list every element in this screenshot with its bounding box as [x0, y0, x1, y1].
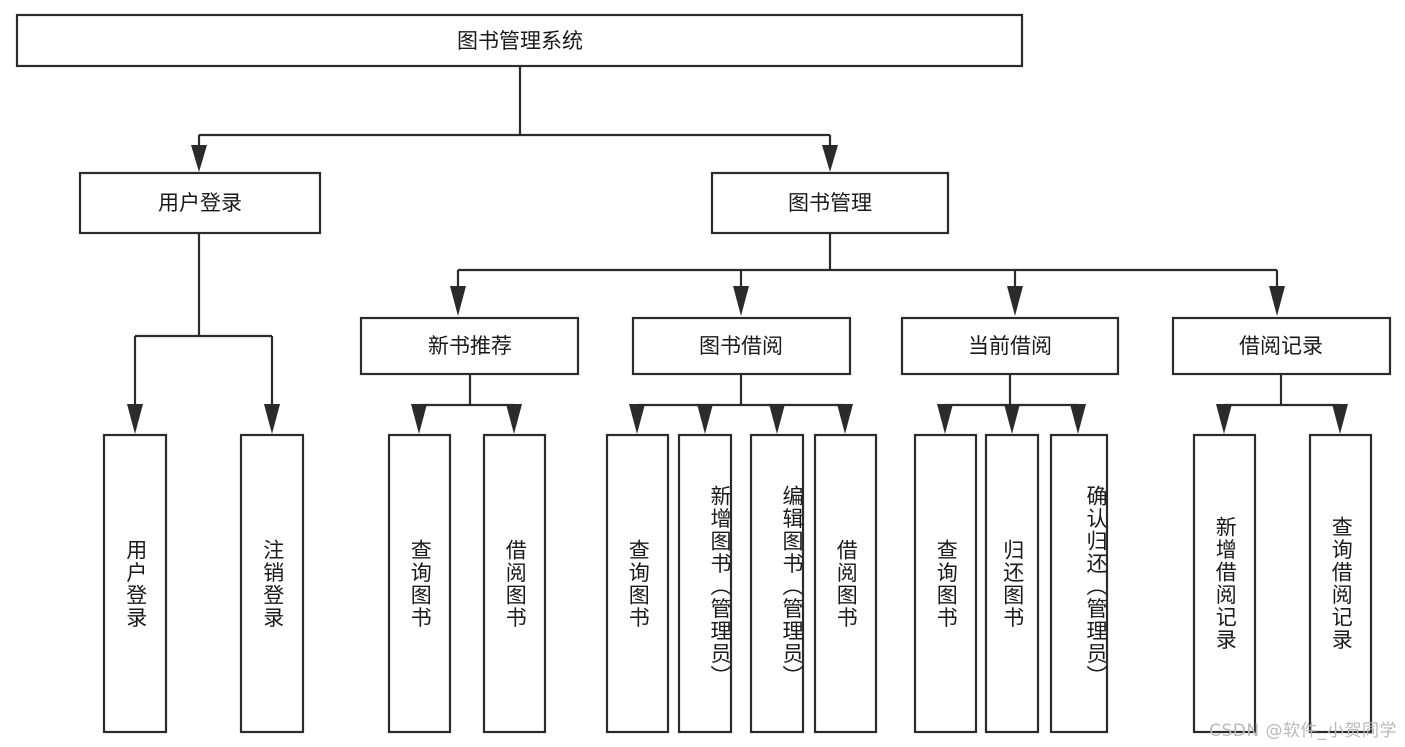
arrow-head-icon [629, 404, 645, 434]
connector-group-book-borrow [629, 374, 853, 434]
arrow-head-icon [411, 404, 427, 434]
arrow-head-icon [1070, 404, 1086, 434]
node-box-borrow-record[interactable] [1171, 316, 1392, 376]
arrow-head-icon [264, 404, 280, 434]
node-box-leaf-book-borrow-1[interactable] [605, 433, 670, 734]
node-label-leaf-book-borrow-1: 查询图书 [626, 538, 651, 629]
arrow-head-icon [937, 404, 953, 434]
arrow-head-icon [1216, 404, 1232, 434]
node-box-leaf-current-borrow-3[interactable] [1049, 433, 1109, 734]
arrow-head-icon [733, 286, 749, 316]
node-label-user-login: 用户登录 [158, 191, 242, 215]
connector-group-borrow-record [1216, 374, 1348, 434]
node-box-book-manage[interactable] [710, 171, 950, 235]
node-box-leaf-borrow-record-1[interactable] [1192, 433, 1257, 734]
node-box-new-book-recommend[interactable] [359, 316, 580, 376]
node-label-leaf-user-login-1: 用户登录 [123, 538, 148, 629]
node-box-leaf-new-book-1[interactable] [387, 433, 452, 734]
arrow-head-icon [1332, 404, 1348, 434]
node-label-leaf-new-book-2: 借阅图书 [503, 538, 528, 629]
arrow-head-icon [450, 286, 466, 316]
node-label-root: 图书管理系统 [457, 29, 583, 53]
node-box-leaf-book-borrow-2[interactable] [677, 433, 733, 734]
node-box-book-borrow[interactable] [631, 316, 852, 376]
node-box-current-borrow[interactable] [900, 316, 1120, 376]
arrow-head-icon [822, 145, 838, 172]
node-label-leaf-new-book-1: 查询图书 [408, 538, 433, 629]
watermark-text: CSDN @软件_小贺同学 [1209, 721, 1397, 741]
connector-group-book-manage [450, 233, 1285, 316]
node-box-root[interactable] [15, 13, 1024, 68]
node-label-leaf-book-borrow-2: 新增图书（管理员） [708, 485, 732, 688]
connector-group-root [191, 67, 838, 172]
node-label-leaf-borrow-record-2: 查询借阅记录 [1329, 516, 1354, 651]
arrow-head-icon [127, 404, 143, 434]
node-label-borrow-record: 借阅记录 [1239, 334, 1323, 358]
node-box-leaf-new-book-2[interactable] [482, 433, 547, 734]
node-label-leaf-book-borrow-3: 编辑图书（管理员） [780, 485, 804, 688]
node-box-user-login[interactable] [78, 171, 322, 235]
arrow-head-icon [769, 404, 785, 434]
arrow-head-icon [191, 145, 207, 172]
connector-group-new-book [411, 374, 522, 434]
arrow-head-icon [837, 404, 853, 434]
node-label-leaf-current-borrow-1: 查询图书 [934, 538, 959, 629]
node-box-leaf-borrow-record-2[interactable] [1308, 433, 1373, 734]
node-box-leaf-user-login-1[interactable] [102, 433, 168, 734]
node-label-book-borrow: 图书借阅 [699, 334, 783, 358]
connector-group-current-borrow [937, 374, 1086, 434]
node-box-leaf-book-borrow-4[interactable] [813, 433, 878, 734]
arrow-head-icon [697, 404, 713, 434]
arrow-head-icon [1004, 404, 1020, 434]
node-label-leaf-borrow-record-1: 新增借阅记录 [1213, 516, 1238, 651]
node-label-leaf-current-borrow-3: 确认归还（管理员） [1084, 485, 1108, 688]
node-box-leaf-book-borrow-3[interactable] [749, 433, 805, 734]
node-label-current-borrow: 当前借阅 [968, 334, 1052, 358]
node-label-new-book-recommend: 新书推荐 [428, 334, 512, 358]
node-box-leaf-current-borrow-2[interactable] [984, 433, 1040, 734]
node-box-leaf-current-borrow-1[interactable] [913, 433, 978, 734]
connector-group-user-login [127, 233, 280, 434]
node-label-leaf-user-login-2: 注销登录 [260, 538, 285, 629]
arrow-head-icon [506, 404, 522, 434]
node-label-leaf-book-borrow-4: 借阅图书 [834, 538, 859, 629]
node-box-leaf-user-login-2[interactable] [239, 433, 305, 734]
node-label-book-manage: 图书管理 [788, 191, 872, 215]
node-label-leaf-current-borrow-2: 归还图书 [1000, 538, 1025, 629]
arrow-head-icon [1007, 286, 1023, 316]
arrow-head-icon [1269, 286, 1285, 316]
